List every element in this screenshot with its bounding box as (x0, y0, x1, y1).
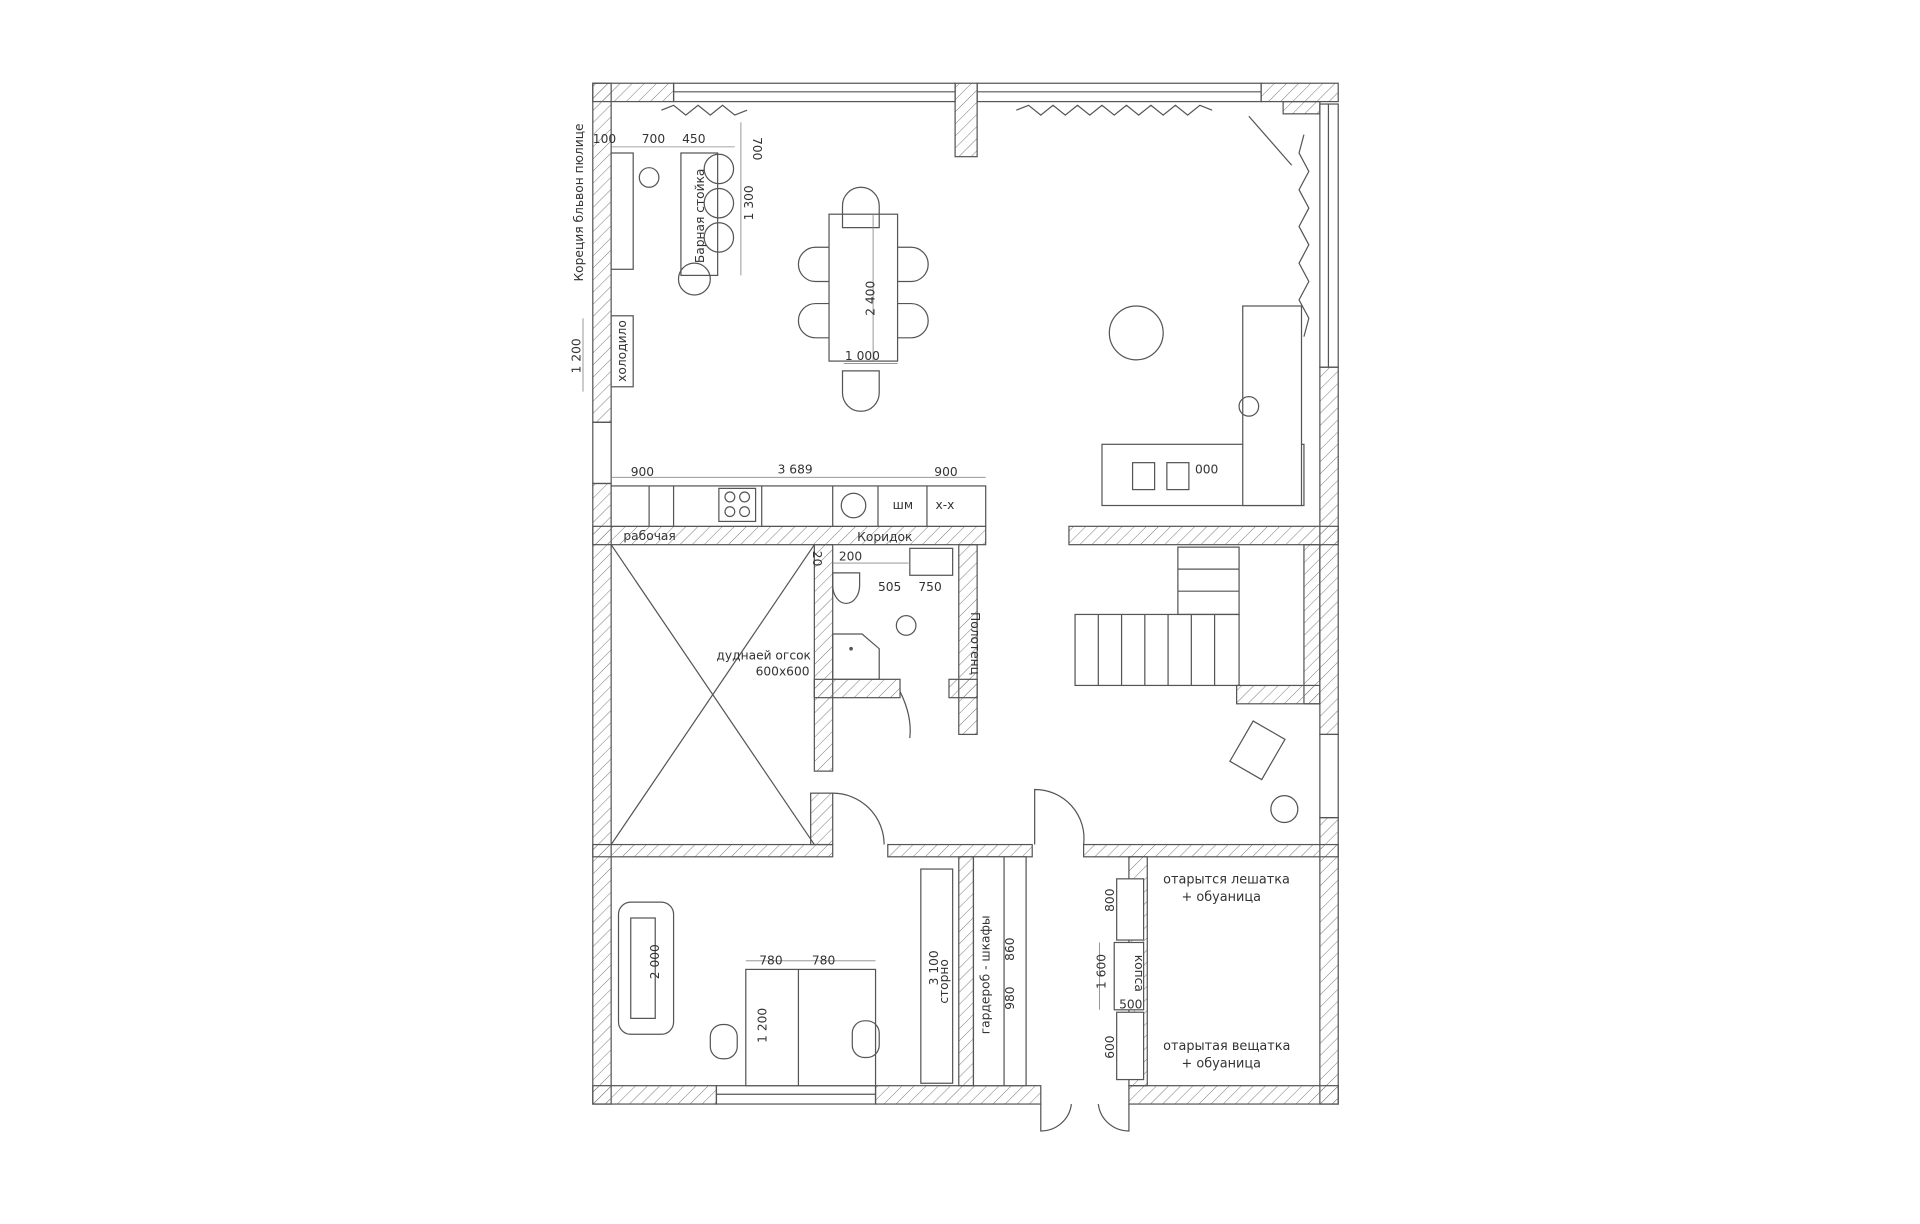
utility-room (610, 544, 815, 845)
dim-3100: 3 100 (927, 950, 941, 985)
kitchen-counter (610, 305, 1305, 527)
dim-1200b: 1 200 (756, 1008, 770, 1043)
corridor-label: Коридок (857, 530, 912, 544)
dim-450: 450 (682, 132, 705, 146)
dishwasher-label: шм (893, 498, 913, 512)
dim-1300: 1 300 (742, 185, 756, 220)
dim-3689: 3 689 (778, 463, 813, 477)
dim-800: 800 (1103, 889, 1117, 912)
entrance-storage (1099, 878, 1145, 1081)
towel-label: Полотенц (968, 612, 982, 675)
fridge-label: холодило (615, 320, 629, 382)
dim-1600: 1 600 (1095, 954, 1109, 989)
dim-200: 200 (839, 550, 862, 564)
dim-500: 500 (1119, 998, 1142, 1012)
dim-980: 980 (1003, 986, 1017, 1009)
dim-1000: 1 000 (845, 349, 880, 363)
wardrobe-label: гардероб - шкафы (978, 915, 992, 1034)
bathroom (832, 547, 954, 739)
dim-780b: 780 (812, 954, 835, 968)
fridge-right-label: х-х (936, 498, 955, 512)
hanger-top-line2: + обуаница (1182, 890, 1261, 905)
dim-780a: 780 (759, 954, 782, 968)
dim-000: 000 (1195, 463, 1218, 477)
dim-100: 100 (593, 132, 616, 146)
office (617, 856, 1027, 1087)
closet-left-label: сторно (937, 959, 951, 1004)
work-zone-label: рабочая (623, 529, 675, 543)
dim-20: 20 (810, 551, 824, 567)
dining-area (582, 122, 1164, 412)
hanger-bottom-line1: отарытая вещатка (1163, 1039, 1290, 1054)
utility-size: 600x600 (756, 665, 810, 679)
hanger-bottom-line2: + обуаница (1182, 1056, 1261, 1071)
walls (592, 82, 1339, 1105)
dim-700: 700 (642, 132, 665, 146)
doors (832, 788, 1130, 1132)
dim-900b: 900 (934, 465, 957, 479)
dim-505: 505 (878, 580, 901, 594)
dim-1200: 1 200 (570, 338, 584, 373)
dim-860: 860 (1003, 937, 1017, 960)
dim-700b: 700 (750, 137, 764, 160)
dim-600: 600 (1103, 1035, 1117, 1058)
utility-label: дуднаей огсок (716, 649, 811, 663)
staircase (1074, 546, 1299, 824)
dim-900a: 900 (631, 465, 654, 479)
dim-750: 750 (918, 580, 941, 594)
dim-2400: 2 400 (863, 281, 877, 316)
shelf-label: копса (1132, 955, 1146, 992)
bar-counter-label: Барная стойка (693, 169, 707, 264)
dim-2000: 2 000 (648, 944, 662, 979)
hanger-top-line1: отарытся лешатка (1163, 873, 1290, 888)
left-wall-note: Кореция бльвон пюлице (572, 123, 586, 281)
